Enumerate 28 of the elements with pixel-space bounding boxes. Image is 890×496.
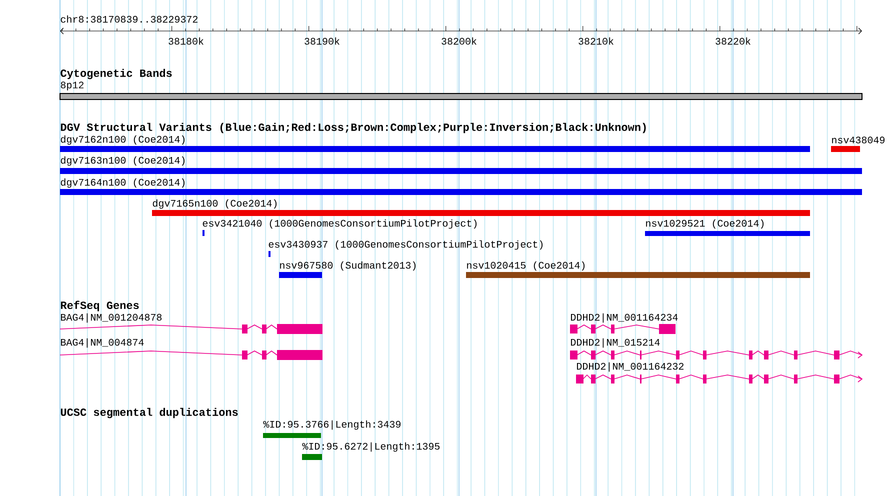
tick-label: 38180k [168,37,204,45]
feature-label: dgv7162n100 (Coe2014) [60,135,185,145]
feature-label: nsv1029521 (Coe2014) [646,219,764,229]
feature-label: %ID:95.6272|Length:1395 [302,442,440,452]
feature-label: nsv967580 (Sudmant2013) [280,261,416,271]
track-title: DGV Structural Variants (Blue:Gain;Red:Loss;Brown:Complex;Purple:Inversion;Black:Unknown) [60,122,646,134]
gene-label: DDHD2|NM_001164232 [577,362,684,372]
feature-label: dgv7165n100 (Coe2014) [152,199,277,209]
gene-label: DDHD2|NM_001164234 [571,313,678,323]
feature-label: dgv7164n100 (Coe2014) [60,178,185,188]
gene-label: BAG4|NM_001204878 [61,313,162,323]
gene-label: DDHD2|NM_015214 [571,338,660,348]
tick-label: 38200k [442,37,476,45]
feature-label: esv3430937 (1000GenomesConsortiumPilotProject) [268,240,543,250]
feature-label: %ID:95.3766|Length:3439 [263,420,401,430]
track-title: UCSC segmental duplications [60,408,238,418]
feature-label: nsv438049 [832,136,885,144]
coordinate-label: chr8:38170839..38229372 [60,15,198,23]
feature-label: dgv7163n100 (Coe2014) [60,156,185,166]
feature-label: esv3421040 (1000GenomesConsortiumPilotProject) [202,219,477,229]
tick-label: 38190k [304,37,340,45]
track-title: Cytogenetic Bands [60,68,172,80]
tick-label: 38210k [578,37,614,45]
gene-label: BAG4|NM_004874 [61,338,144,348]
track-title: RefSeq Genes [60,300,139,312]
feature-label: nsv1020415 (Coe2014) [467,261,585,271]
band-label: 8p12 [60,82,84,90]
tick-label: 38220k [716,37,750,45]
